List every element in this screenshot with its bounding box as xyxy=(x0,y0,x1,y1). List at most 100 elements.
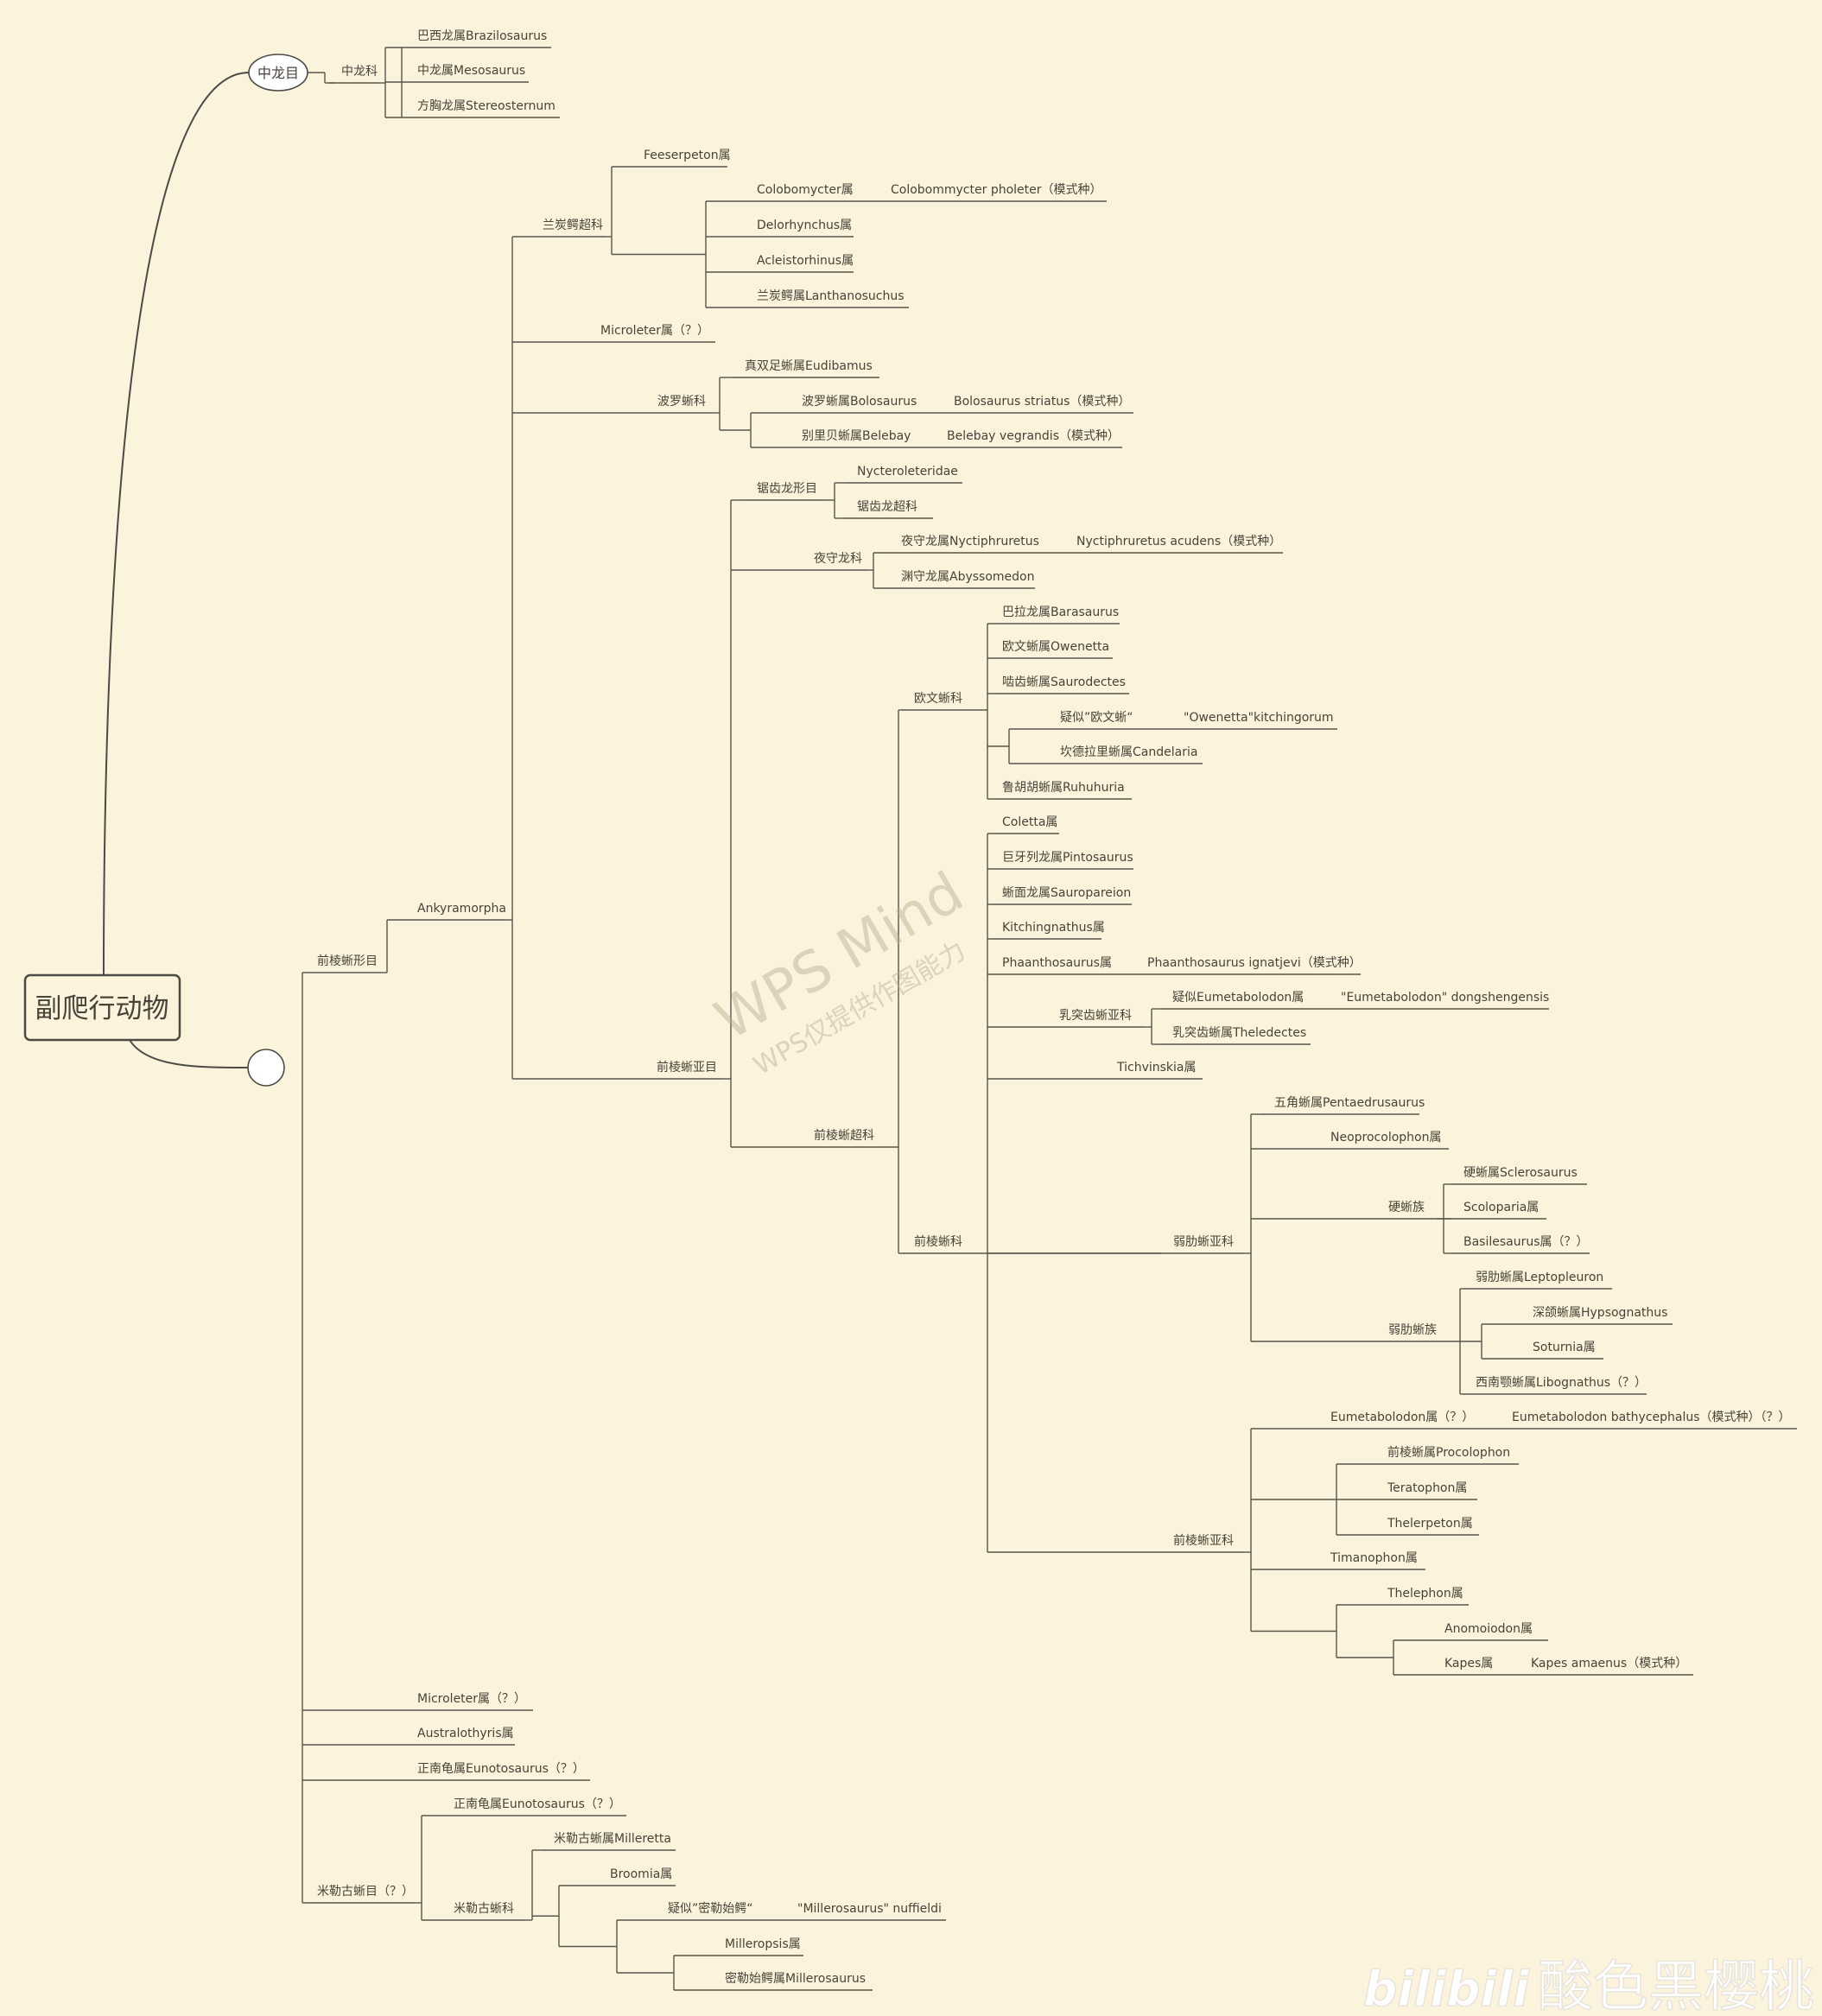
node-hyps[interactable]: 深颌蜥属Hypsognathus xyxy=(1520,1306,1673,1325)
node-bolo[interactable]: 波罗蜥属Bolosaurus xyxy=(790,395,917,414)
node-mil-f[interactable]: 米勒古蜥科 xyxy=(441,1902,525,1921)
root-topic[interactable]: 副爬行动物 xyxy=(23,973,181,1042)
topic-label: 中龙目 xyxy=(257,65,299,81)
node-basi[interactable]: Basilesaurus属（？） xyxy=(1451,1235,1590,1254)
node-mil-o[interactable]: 米勒古蜥目（？） xyxy=(305,1885,415,1904)
node-pro-super[interactable]: 前棱蜥超科 xyxy=(802,1128,898,1148)
node-label: Acleistorhinus属 xyxy=(757,254,854,268)
node-kitch[interactable]: Kitchingnathus属 xyxy=(990,921,1105,940)
node-juchi[interactable]: 锯齿龙形目 xyxy=(745,482,828,501)
node-cole[interactable]: Coletta属 xyxy=(990,815,1059,834)
node-rutu[interactable]: 乳突齿蜥亚科 xyxy=(1047,1009,1145,1028)
node-pro-sub[interactable]: 前棱蜥亚目 xyxy=(644,1060,724,1080)
node-thel[interactable]: 乳突齿蜥属Theledectes xyxy=(1160,1026,1311,1045)
node-eume[interactable]: Eumetabolodon属（？） xyxy=(1318,1411,1474,1430)
node-eum-dong[interactable]: "Eumetabolodon" dongshengensis xyxy=(1329,991,1549,1010)
node-kitch-sp[interactable]: "Owenetta"kitchingorum xyxy=(1171,711,1337,730)
node-scol[interactable]: Scoloparia属 xyxy=(1451,1201,1546,1220)
node-micro2[interactable]: Microleter属（？） xyxy=(405,1692,533,1711)
node-eudi[interactable]: 真双足蜥属Eudibamus xyxy=(733,359,879,378)
node-ruhu[interactable]: 鲁胡胡蜥属Ruhuhuria xyxy=(990,781,1132,800)
node-yeshou[interactable]: 夜守龙科 xyxy=(802,552,867,571)
node-bele-sp[interactable]: Belebay vegrandis（模式种） xyxy=(935,429,1122,448)
node-ying[interactable]: 硬蜥族 xyxy=(1376,1201,1437,1220)
node-owen-f[interactable]: 欧文蜥科 xyxy=(902,692,987,711)
node-nycte[interactable]: Nycteroleteridae xyxy=(845,465,962,484)
node-tima[interactable]: Timanophon属 xyxy=(1318,1551,1425,1570)
node-colo[interactable]: Colobomycter属 xyxy=(745,183,854,202)
node-mils[interactable]: 密勒始鳄属Millerosaurus xyxy=(713,1971,873,1991)
node-ruolei-z[interactable]: 弱肋蜥族 xyxy=(1376,1323,1460,1342)
node-lept[interactable]: 弱肋蜥属Leptopleuron xyxy=(1463,1271,1612,1290)
node-abys[interactable]: 渊守龙属Abyssomedon xyxy=(889,570,1035,589)
node-pro-subf[interactable]: 前棱蜥亚科 xyxy=(1161,1533,1244,1553)
node-acle[interactable]: Acleistorhinus属 xyxy=(745,254,854,273)
node-micro1[interactable]: Microleter属（？） xyxy=(588,324,715,343)
node-label: Eumetabolodon bathycephalus（模式种）（？） xyxy=(1512,1411,1791,1424)
node-proc[interactable]: 前棱蜥属Procolophon xyxy=(1375,1445,1519,1465)
node-austr[interactable]: Australothyris属 xyxy=(405,1727,515,1746)
node-fees[interactable]: Feeserpeton属 xyxy=(632,149,731,168)
topic-mesosaur-order[interactable]: 中龙目 xyxy=(248,54,308,92)
node-owen[interactable]: 欧文蜥属Owenetta xyxy=(990,640,1113,659)
node-lant[interactable]: 兰炭鳄属Lanthanosuchus xyxy=(745,289,909,308)
node-label: 前棱蜥超科 xyxy=(814,1128,874,1143)
node-colo-sp[interactable]: Colobommycter pholeter（模式种） xyxy=(879,183,1107,202)
node-yisi[interactable]: 疑似”欧文蜥“ xyxy=(1048,711,1153,730)
node-cand[interactable]: 坎德拉里蜥属Candelaria xyxy=(1048,745,1203,764)
node-bolo-f[interactable]: 波罗蜥科 xyxy=(645,395,713,414)
node-juchi-s[interactable]: 锯齿龙超科 xyxy=(845,500,933,519)
node-euno1[interactable]: 正南龟属Eunotosaurus（？） xyxy=(405,1762,590,1781)
node-nyct-sp[interactable]: Nyctiphruretus acudens（模式种） xyxy=(1064,535,1283,554)
node-pint[interactable]: 巨牙列龙属Pintosaurus xyxy=(990,851,1133,870)
node-phaa[interactable]: Phaanthosaurus属 xyxy=(990,956,1112,975)
node-label: 兰炭鳄超科 xyxy=(543,219,603,232)
node-broo[interactable]: Broomia属 xyxy=(598,1867,676,1886)
node-euno2[interactable]: 正南龟属Eunotosaurus（？） xyxy=(441,1797,626,1816)
node-label: "Eumetabolodon" dongshengensis xyxy=(1341,991,1549,1005)
node-tich[interactable]: Tichvinskia属 xyxy=(1105,1061,1203,1080)
topic-unnamed[interactable] xyxy=(247,1049,285,1087)
node-label: 巴西龙属Brazilosaurus xyxy=(417,29,547,43)
node-pro-f[interactable]: 前棱蜥科 xyxy=(902,1234,987,1254)
node-ster[interactable]: 方胸龙属Stereosternum xyxy=(405,99,560,118)
node-ruolei[interactable]: 弱肋蜥亚科 xyxy=(1161,1235,1244,1254)
node-delo[interactable]: Delorhynchus属 xyxy=(745,219,854,238)
node-nyct[interactable]: 夜守龙属Nyctiphruretus xyxy=(889,535,1039,554)
node-bolo-sp[interactable]: Bolosaurus striatus（模式种） xyxy=(942,395,1133,414)
node-mil-nuf[interactable]: "Millerosaurus" nuffieldi xyxy=(785,1902,946,1921)
node-yisi-m[interactable]: 疑似”密勒始鳄“ xyxy=(656,1901,760,1921)
node-sotu[interactable]: Soturnia属 xyxy=(1520,1341,1603,1360)
node-neop[interactable]: Neoprocolophon属 xyxy=(1318,1131,1449,1150)
root-topic-label: 副爬行动物 xyxy=(35,993,169,1024)
node-kape[interactable]: Kapes属 xyxy=(1432,1657,1493,1676)
node-libo[interactable]: 西南颚蜥属Libognathus（？） xyxy=(1463,1376,1647,1395)
node-ank[interactable]: Ankyramorpha xyxy=(405,902,506,921)
node-anom[interactable]: Anomoiodon属 xyxy=(1432,1622,1548,1641)
node-mf[interactable]: 中龙科 xyxy=(329,65,378,84)
node-milp[interactable]: Milleropsis属 xyxy=(713,1937,803,1956)
node-pro-form[interactable]: 前棱蜥形目 xyxy=(305,954,380,973)
node-braz[interactable]: 巴西龙属Brazilosaurus xyxy=(405,29,551,48)
node-saur[interactable]: 啮齿蜥属Saurodectes xyxy=(990,675,1129,694)
node-yisi-eum[interactable]: 疑似Eumetabolodon属 xyxy=(1160,991,1304,1010)
node-phaa-sp[interactable]: Phaanthosaurus ignatjevi（模式种） xyxy=(1135,956,1362,975)
node-therp[interactable]: Thelerpeton属 xyxy=(1375,1517,1479,1536)
node-tera[interactable]: Teratophon属 xyxy=(1375,1481,1477,1500)
node-meso[interactable]: 中龙属Mesosaurus xyxy=(405,64,529,83)
node-label: 巨牙列龙属Pintosaurus xyxy=(1002,851,1133,865)
node-eume-sp[interactable]: Eumetabolodon bathycephalus（模式种）（？） xyxy=(1500,1411,1797,1430)
node-scle[interactable]: 硬蜥属Sclerosaurus xyxy=(1451,1166,1587,1185)
node-penta[interactable]: 五角蜥属Pentaedrusaurus xyxy=(1262,1096,1425,1115)
node-lan-super[interactable]: 兰炭鳄超科 xyxy=(530,219,605,238)
node-label: Basilesaurus属（？） xyxy=(1463,1235,1589,1249)
node-bara[interactable]: 巴拉龙属Barasaurus xyxy=(990,605,1120,624)
node-mill[interactable]: 米勒古蜥属Milleretta xyxy=(542,1832,676,1851)
node-thelep[interactable]: Thelephon属 xyxy=(1375,1587,1469,1606)
node-label: 真双足蜥属Eudibamus xyxy=(745,359,873,373)
node-label: Feeserpeton属 xyxy=(644,149,731,162)
node-saurop[interactable]: 蜥面龙属Sauropareion xyxy=(990,886,1132,905)
node-kape-sp[interactable]: Kapes amaenus（模式种） xyxy=(1519,1657,1693,1676)
node-bele[interactable]: 别里贝蜥属Belebay xyxy=(790,429,911,448)
node-label: 五角蜥属Pentaedrusaurus xyxy=(1274,1096,1425,1110)
